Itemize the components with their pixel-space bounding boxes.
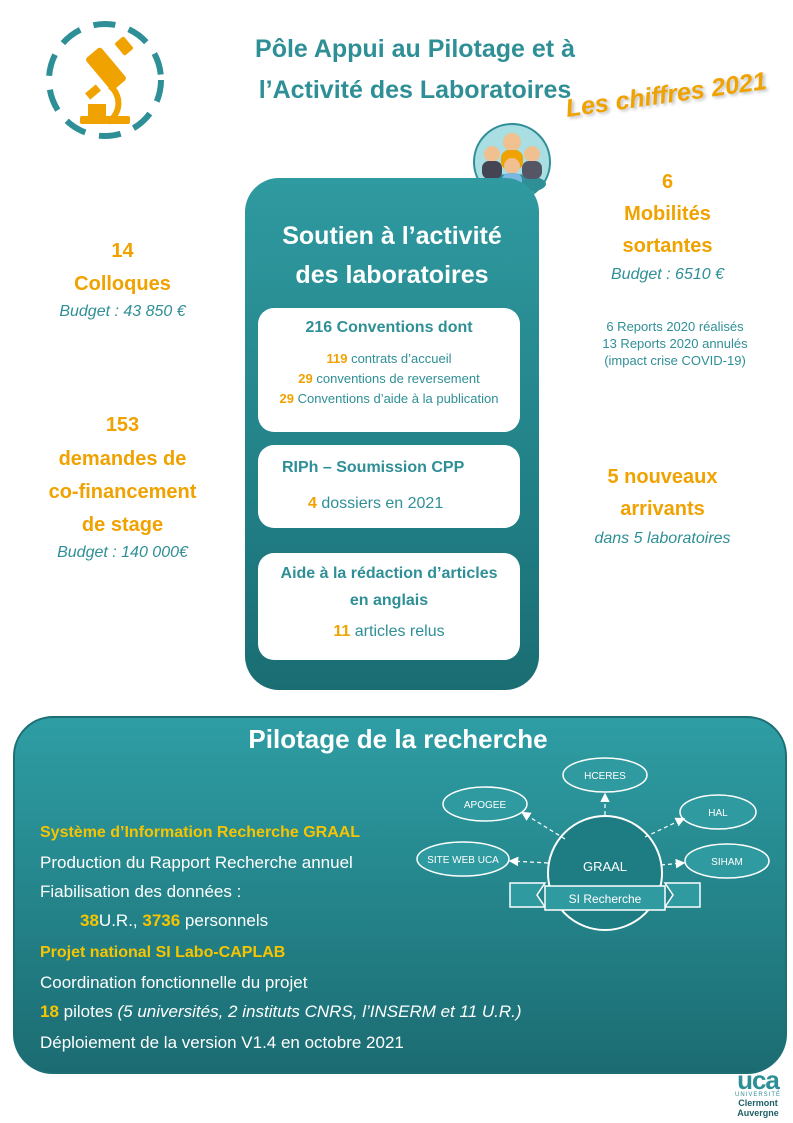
conventions-item: 29 Conventions d’aide à la publication <box>279 391 499 406</box>
si-recherche-banner: SI Recherche <box>569 892 642 906</box>
articles-count: 11 articles relus <box>333 623 445 640</box>
stages-value: 153 <box>105 414 140 436</box>
mobilites-label-line2: sortantes <box>622 235 713 257</box>
reports-item: 6 Reports 2020 réalisés <box>606 319 744 334</box>
riph-heading: RIPh – Soumission CPP <box>282 459 465 476</box>
conventions-item: 119 contrats d’accueil <box>326 351 452 366</box>
conventions-heading: 216 Conventions dont <box>305 319 473 336</box>
arrivants-label-line1: 5 nouveaux <box>607 466 718 488</box>
arrow-to-siham <box>660 858 686 869</box>
fiabilisation-line: Fiabilisation des données : <box>40 882 242 901</box>
mobilites-label-line1: Mobilités <box>624 203 711 225</box>
site-web-label: SITE WEB UCA <box>427 855 499 866</box>
arrow-to-hal <box>644 817 686 838</box>
uca-logo-line3: Auvergne <box>737 1108 779 1118</box>
apogee-label: APOGEE <box>464 800 507 811</box>
pilotes-line: 18 pilotes (5 universités, 2 instituts C… <box>40 1002 522 1021</box>
conventions-item: 29 conventions de reversement <box>298 371 480 386</box>
colloques-value: 14 <box>111 240 134 262</box>
reports-list: 6 Reports 2020 réalisés 13 Reports 2020 … <box>585 318 765 369</box>
page-title-line2: l’Activité des Laboratoires <box>258 76 572 104</box>
mobilites-budget: Budget : 6510 € <box>611 266 724 283</box>
uca-logo-mark: uca <box>737 1065 780 1095</box>
articles-heading-line1: Aide à la rédaction d’articles <box>280 565 498 582</box>
caplab-heading: Projet national SI Labo-CAPLAB <box>40 944 286 961</box>
conventions-box: 216 Conventions dont 119 contrats d’accu… <box>258 308 520 432</box>
ur-line: 38U.R., 3736 personnels <box>80 911 269 930</box>
colloques-budget: Budget : 43 850 € <box>59 303 186 320</box>
activity-card-title-line1: Soutien à l’activité <box>282 222 502 250</box>
graal-diagram: GRAAL SI Recherche HCERES APOGEE HAL SIT… <box>416 757 770 931</box>
reports-item: 13 Reports 2020 annulés <box>602 336 748 351</box>
pilotage-title: Pilotage de la recherche <box>248 724 548 754</box>
uca-logo-line1: UNIVERSITÉ <box>734 1092 781 1098</box>
arrivants-sub: dans 5 laboratoires <box>594 530 731 547</box>
arrow-to-site-web <box>508 856 549 867</box>
colloques-label: Colloques <box>74 273 171 295</box>
stages-label-line2: co-financement <box>48 481 197 503</box>
articles-heading-line2: en anglais <box>349 592 429 609</box>
arrivants-label-line2: arrivants <box>620 498 705 520</box>
reports-item: (impact crise COVID-19) <box>604 353 746 368</box>
siham-label: SIHAM <box>711 857 743 868</box>
riph-box: RIPh – Soumission CPP 4 dossiers en 2021 <box>258 445 520 528</box>
hceres-node <box>562 757 648 793</box>
apogee-node <box>442 786 528 822</box>
arrow-to-apogee <box>520 811 566 840</box>
rapport-line: Production du Rapport Recherche annuel <box>40 853 353 872</box>
graal-heading: Système d’Information Recherche GRAAL <box>40 824 361 841</box>
microscope-icon <box>46 21 164 139</box>
deploiement-line: Déploiement de la version V1.4 en octobr… <box>40 1033 404 1052</box>
hceres-label: HCERES <box>584 771 626 782</box>
hal-node <box>679 794 757 830</box>
page-title-line1: Pôle Appui au Pilotage et à <box>255 35 575 63</box>
articles-box: Aide à la rédaction d’articles en anglai… <box>258 553 520 660</box>
mobilites-value: 6 <box>661 171 674 193</box>
stages-label-line1: demandes de <box>58 448 187 470</box>
uca-logo: uca UNIVERSITÉ Clermont Auvergne <box>728 1065 788 1120</box>
uca-logo-line2: Clermont <box>738 1098 778 1108</box>
coordination-line: Coordination fonctionnelle du projet <box>40 973 308 992</box>
stages-label-line3: de stage <box>81 514 164 536</box>
activity-card-title-line2: des laboratoires <box>295 261 489 289</box>
stages-budget: Budget : 140 000€ <box>57 544 188 561</box>
riph-count: 4 dossiers en 2021 <box>308 495 444 512</box>
graal-label: GRAAL <box>583 859 627 874</box>
hal-label: HAL <box>708 808 728 819</box>
